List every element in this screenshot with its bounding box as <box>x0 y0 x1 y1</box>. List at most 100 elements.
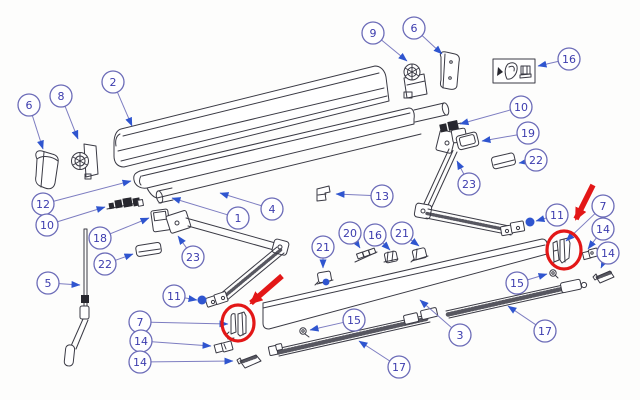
callout-number: 20 <box>343 227 357 240</box>
callout-number: 12 <box>36 198 50 211</box>
callout-number: 5 <box>45 277 52 290</box>
part-foot-bracket-right <box>551 237 571 267</box>
callout-number: 4 <box>269 203 276 216</box>
part-cover-plate-left <box>135 241 162 257</box>
callout-circle <box>591 194 615 218</box>
callout-23: 23 <box>177 235 205 269</box>
callout-6: 6 <box>402 16 443 55</box>
callout-circle <box>448 323 472 347</box>
callout-circle <box>505 271 529 295</box>
leader-line <box>507 305 537 326</box>
part-rafter-knob-left <box>299 327 310 338</box>
callout-number: 10 <box>40 219 54 232</box>
callout-15: 15 <box>505 271 548 295</box>
callout-17: 17 <box>507 305 557 343</box>
leader-line <box>64 106 79 140</box>
callout-circle <box>557 47 581 71</box>
callout-number: 17 <box>392 361 406 374</box>
callout-22: 22 <box>93 252 134 276</box>
callout-number: 15 <box>347 314 361 327</box>
callout-circle <box>311 235 335 259</box>
callout-circle <box>342 308 366 332</box>
callout-10: 10 <box>459 95 533 126</box>
part-end-cap-left <box>35 150 59 190</box>
callout-21: 21 <box>311 235 335 269</box>
knob-dots-layer <box>197 217 535 305</box>
callout-circle <box>545 203 569 227</box>
highlight-ellipse <box>220 303 256 343</box>
part-cover-plate-right <box>491 152 516 170</box>
part-clip-20 <box>354 247 378 263</box>
highlight-arrow <box>573 183 596 221</box>
callout-number: 14 <box>133 356 147 369</box>
callout-circle <box>260 197 284 221</box>
callout-16: 16 <box>363 223 391 251</box>
leader-line <box>53 179 132 202</box>
leader-line <box>335 190 372 198</box>
callout-number: 9 <box>370 27 377 40</box>
part-spring-arm-right <box>413 127 526 237</box>
highlight-layer <box>220 183 596 343</box>
callout-number: 23 <box>186 251 200 264</box>
leader-line <box>481 134 518 143</box>
callout-22: 22 <box>518 148 548 172</box>
callout-number: 21 <box>316 241 330 254</box>
part-crank-handle <box>63 228 90 367</box>
callout-circle <box>457 172 481 196</box>
part-wedge-14-right <box>592 270 615 284</box>
callout-14: 14 <box>596 241 620 269</box>
callout-number: 2 <box>110 76 117 89</box>
leader-line <box>456 160 465 175</box>
callout-1: 1 <box>171 197 250 230</box>
part-wedge-14-left <box>236 354 262 369</box>
callout-14: 14 <box>129 329 212 353</box>
callout-number: 10 <box>514 101 528 114</box>
part-end-cap-right <box>439 51 460 90</box>
callout-14: 14 <box>128 350 234 374</box>
callout-number: 14 <box>134 335 148 348</box>
leader-line <box>381 241 391 251</box>
leader-line <box>115 253 134 261</box>
part-fastener-kit-box <box>492 58 536 84</box>
leader-line <box>58 280 81 288</box>
part-roller-adapter-right <box>439 120 462 133</box>
leader-line <box>219 192 262 207</box>
callout-circle <box>390 221 414 245</box>
leader-line <box>150 320 229 328</box>
callout-14: 14 <box>587 217 615 250</box>
callout-number: 6 <box>26 99 33 112</box>
callout-number: 7 <box>600 200 607 213</box>
leader-line <box>421 35 443 55</box>
diagram-line-art <box>35 51 615 369</box>
part-fabric-roller <box>133 102 450 204</box>
leader-line <box>587 237 597 250</box>
part-clip-21-right <box>410 247 429 263</box>
callout-11: 11 <box>535 203 569 227</box>
callout-number: 14 <box>596 223 610 236</box>
leader-line <box>352 238 361 249</box>
callout-number: 11 <box>550 209 564 222</box>
callout-number: 16 <box>368 229 382 242</box>
leader-line <box>184 295 198 302</box>
callout-18: 18 <box>88 217 150 250</box>
callout-number: 11 <box>167 290 181 303</box>
callout-circle <box>88 226 112 250</box>
callout-circle <box>226 206 250 230</box>
part-clip-16 <box>383 250 399 264</box>
leader-line <box>150 357 234 365</box>
callout-circle <box>128 350 152 374</box>
leader-line <box>116 91 133 127</box>
callout-number: 1 <box>235 212 242 225</box>
knob-dot-11 <box>197 295 207 305</box>
part-clamp-14-left <box>213 340 234 354</box>
leader-line <box>459 109 511 126</box>
callout-5: 5 <box>36 271 81 295</box>
callout-4: 4 <box>219 192 284 221</box>
part-gear-drive <box>71 143 99 180</box>
highlight-arrow <box>249 273 284 306</box>
callout-circle <box>516 121 540 145</box>
callout-circle <box>181 245 205 269</box>
clip-blue-roundel <box>322 278 330 286</box>
part-spring-arm-left <box>150 208 290 308</box>
callout-7: 7 <box>565 194 615 242</box>
